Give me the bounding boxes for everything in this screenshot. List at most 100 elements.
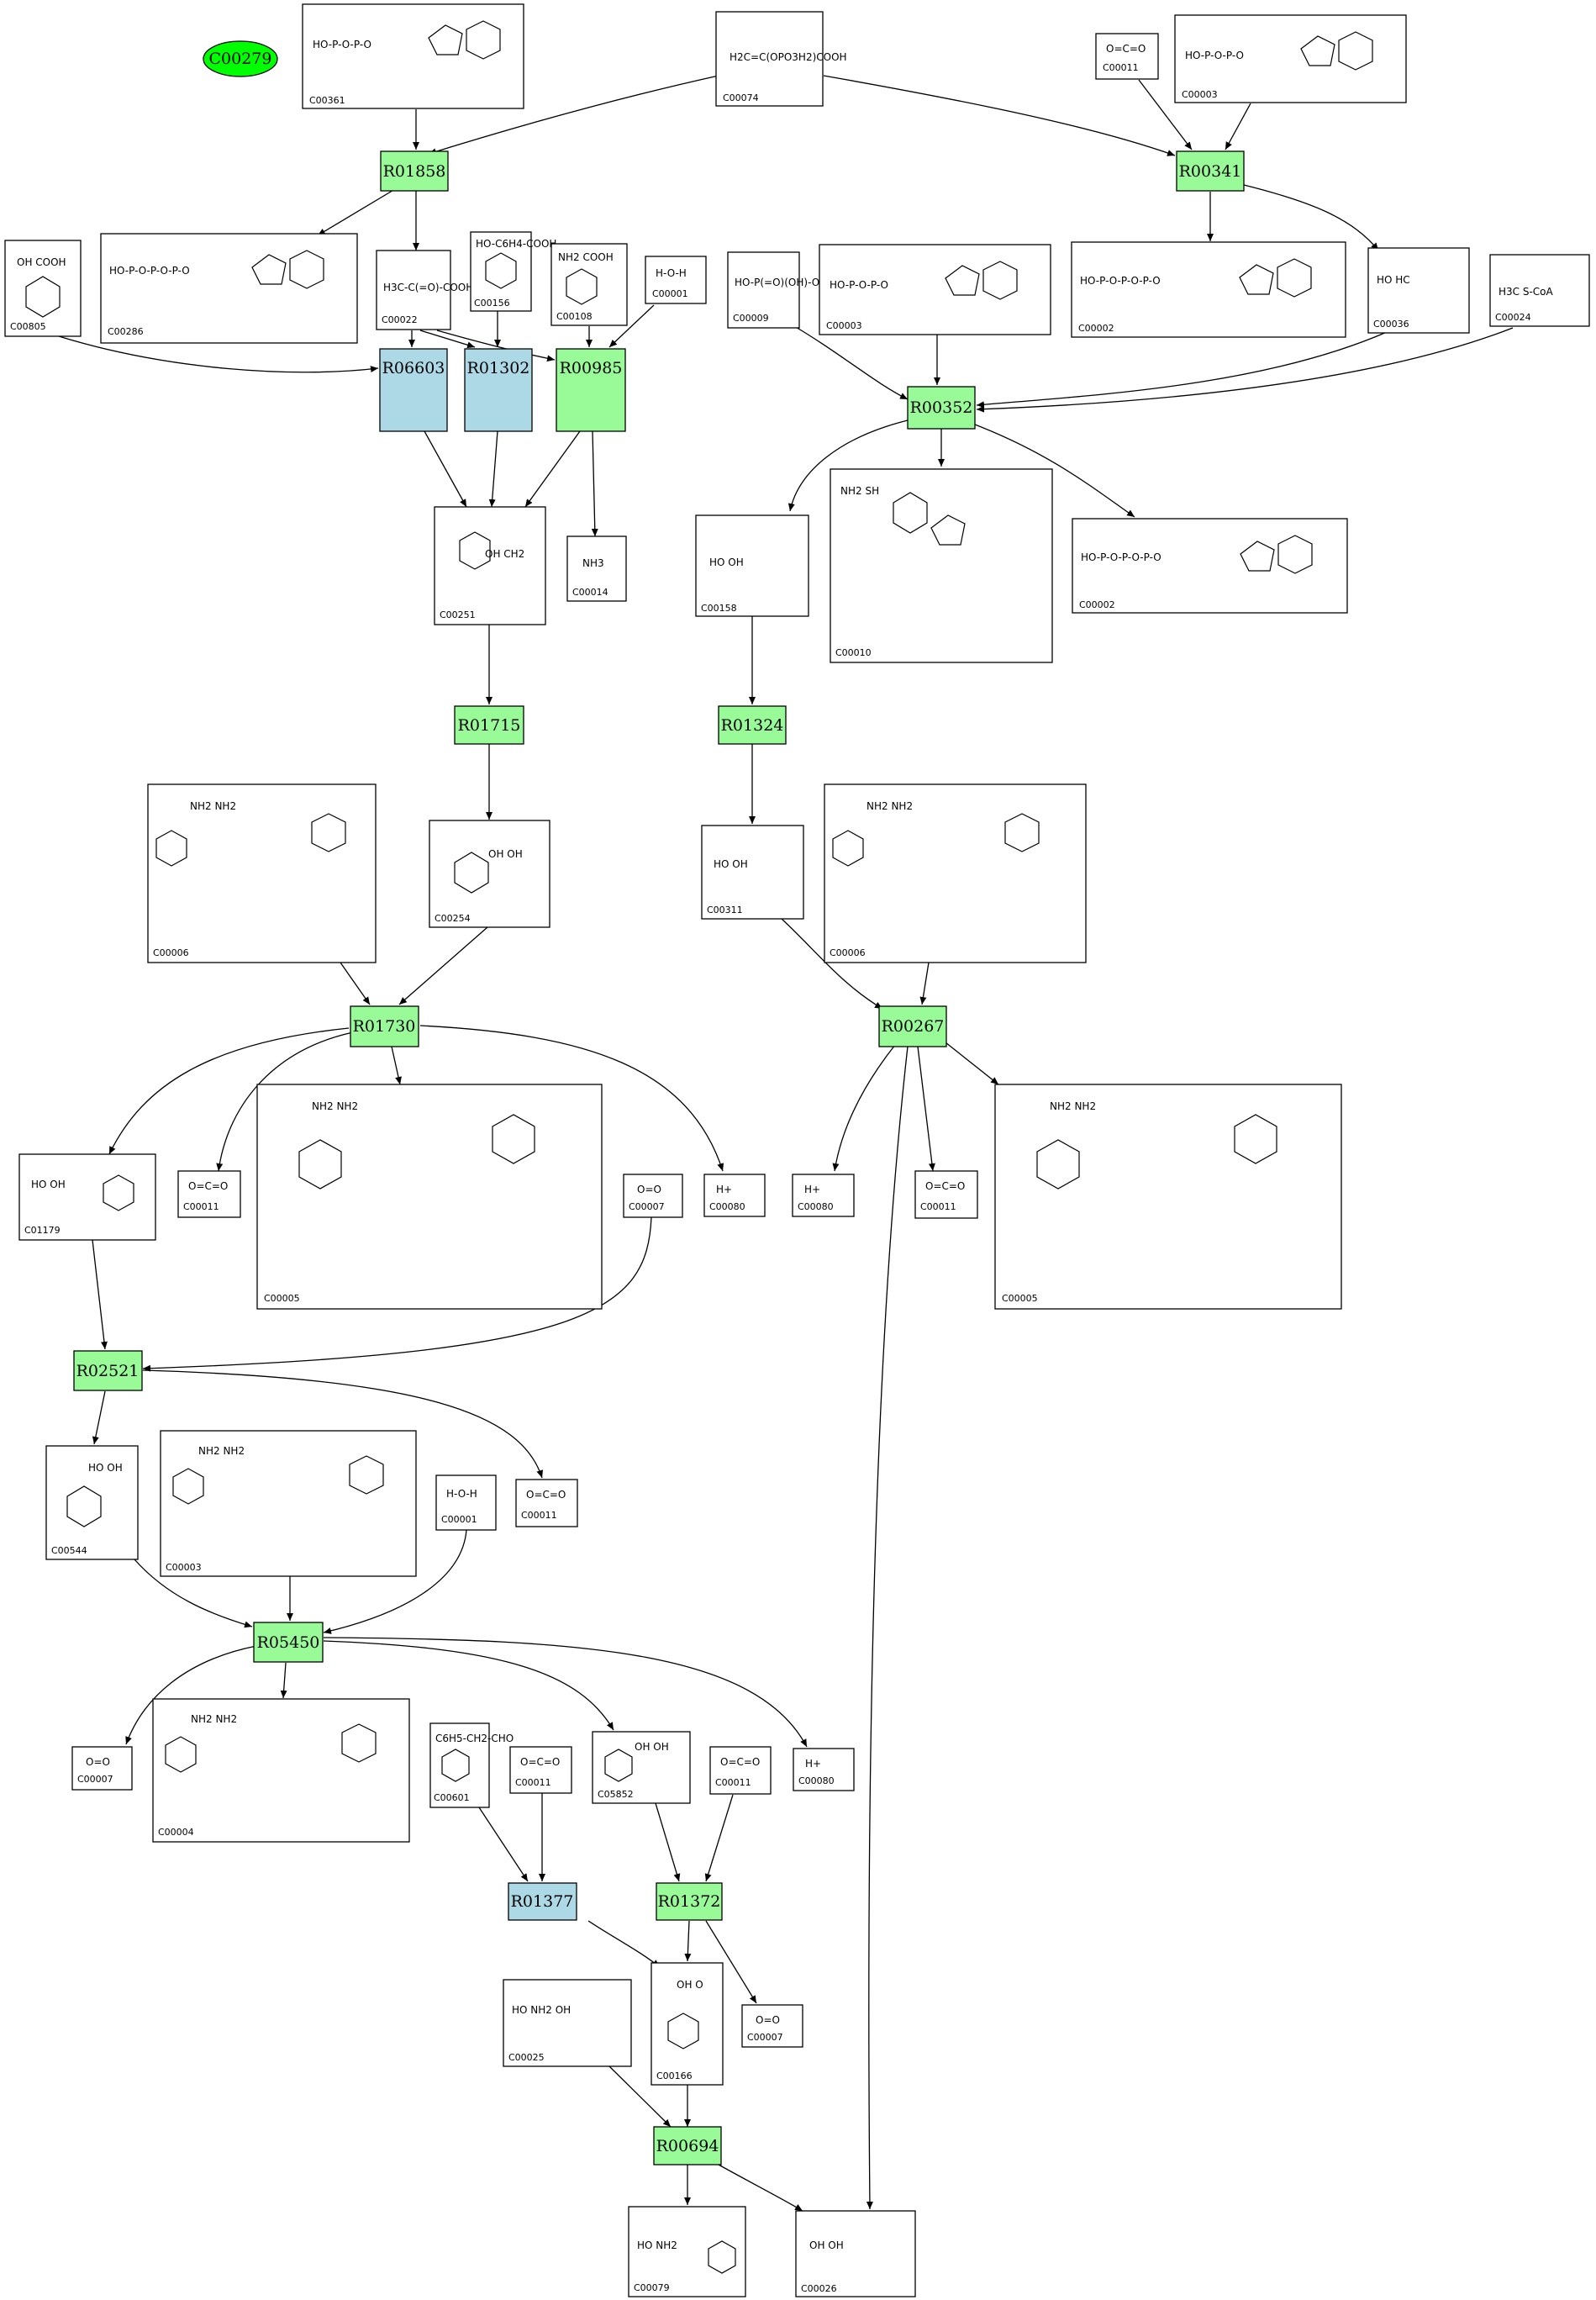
compound-node[interactable]: OH OH C05852 [592,1731,691,1804]
compound-node[interactable]: NH2 NH2 C00004 [152,1698,410,1843]
compound-formula: HO NH2 OH [512,2004,571,2016]
compound-formula: HO-P-O-P-O [830,279,888,291]
compound-node[interactable]: NH2 SH C00010 [830,468,1053,663]
compound-node[interactable]: NH2 COOH C00108 [550,243,628,326]
compound-formula: O=O [756,2014,780,2026]
edge [587,1920,661,1968]
compound-formula: O=C=O [925,1180,965,1192]
compound-id: C00005 [1002,1293,1038,1304]
compound-node[interactable]: HO-P-O-P-O-P-O C00002 [1071,241,1346,338]
compound-node[interactable]: HO NH2 OH C00025 [503,1979,632,2067]
compound-formula: OH CH2 [485,548,524,560]
reaction-label: R06603 [382,359,445,377]
compound-node[interactable]: HO-P(=O)(OH)-OH C00009 [727,251,827,329]
compound-id: C00007 [747,2032,783,2043]
edge [280,1662,287,1699]
edge [323,1640,614,1731]
compound-node[interactable]: H3C S-CoA C00024 [1489,254,1590,327]
edge [323,1637,808,1748]
reaction-node[interactable]: R01372 [656,1882,723,1921]
compound-node[interactable]: HO OH C01179 [18,1153,156,1241]
compound-id: C00009 [733,313,769,324]
reaction-node[interactable]: R01377 [508,1882,577,1921]
compound-node[interactable]: OH CH2 C00251 [434,506,546,625]
compound-node[interactable]: NH2 NH2 C00003 [160,1430,417,1577]
compound-id: C00080 [798,1775,835,1786]
reaction-node[interactable]: R00267 [878,1005,947,1047]
compound-id: C00286 [108,326,144,337]
compound-node[interactable]: HO-P-O-P-O C00003 [1174,14,1407,103]
compound-node[interactable]: HO NH2 C00079 [628,2206,746,2297]
edge [917,1046,935,1172]
reaction-node[interactable]: R06603 [379,348,448,432]
compound-node[interactable]: HO HC C00036 [1367,247,1470,334]
compound-node[interactable]: H+ C00080 [792,1174,855,1217]
compound-node[interactable]: H-O-H C00001 [645,256,707,304]
compound-node[interactable]: O=O C00007 [741,2004,803,2048]
compound-node[interactable]: NH2 NH2 C00006 [147,783,377,963]
compound-id: C00311 [707,905,743,915]
compound-node[interactable]: OH O C00166 [651,1962,724,2086]
reaction-node[interactable]: R00694 [653,2126,722,2165]
reaction-label: R01715 [458,716,521,735]
compound-node[interactable]: H3C-C(=O)-COOH C00022 [376,250,473,330]
reaction-node[interactable]: R01858 [380,150,449,192]
reaction-node[interactable]: R05450 [253,1622,324,1663]
compound-node[interactable]: HO-P-O-P-O C00003 [819,244,1051,335]
compound-node[interactable]: OH OH C00026 [795,2210,916,2297]
compound-node[interactable]: OH OH C00254 [429,820,550,928]
compound-node[interactable]: H+ C00080 [703,1174,766,1217]
compound-id: C00361 [309,95,345,106]
reaction-node[interactable]: R00352 [907,386,976,430]
compound-node[interactable]: NH2 NH2 C00006 [824,783,1087,963]
compound-node[interactable]: H2C=C(OPO3H2)COOH C00074 [715,11,847,107]
compound-formula: H3C S-CoA [1499,286,1554,298]
reaction-node[interactable]: R00985 [556,348,626,432]
compound-node[interactable]: HO OH C00311 [701,825,804,920]
compound-node[interactable]: H-O-H C00001 [435,1474,497,1531]
compound-node[interactable]: NH2 NH2 C00005 [994,1084,1342,1310]
reaction-node[interactable]: R01302 [464,348,533,432]
compound-id: C00254 [435,913,471,924]
reaction-node[interactable]: R02521 [73,1350,143,1391]
reaction-edges [58,75,1514,2212]
compound-node[interactable]: H+ C00080 [793,1748,855,1791]
edge [398,926,488,1005]
edge [428,75,719,156]
compound-node[interactable]: O=C=O C00011 [177,1170,241,1218]
compound-id: C00026 [801,2283,837,2294]
compound-node[interactable]: O=C=O C00011 [709,1746,772,1795]
compound-node[interactable]: HO-C6H4-COOH C00156 [470,231,556,312]
reaction-node[interactable]: R01715 [454,705,524,745]
edge [323,1529,467,1634]
compound-id: C05852 [598,1789,634,1800]
reaction-label: R00352 [910,398,973,417]
compound-node[interactable]: O=C=O C00011 [509,1746,572,1794]
reaction-node[interactable]: R01730 [350,1005,419,1047]
compound-id: C00003 [166,1562,202,1573]
compound-node[interactable]: NH2 NH2 C00005 [256,1084,603,1310]
compound-node[interactable]: HO OH C00158 [695,514,809,617]
edge [419,330,476,349]
compound-node[interactable]: NH3 C00014 [566,535,627,602]
highlight-node[interactable]: C00279 [203,40,278,77]
compound-node[interactable]: O=C=O C00011 [914,1170,978,1219]
compound-node[interactable]: O=C=O C00011 [1095,33,1159,80]
compound-node[interactable]: HO-P-O-P-O-P-O C00286 [100,233,358,344]
compound-node[interactable]: HO-P-O-P-O-P-O C00002 [1072,518,1348,614]
edge [718,2164,803,2212]
compound-id: C00156 [474,298,510,309]
compound-node[interactable]: HO OH C00544 [45,1445,139,1560]
compound-node[interactable]: OH COOH C00805 [4,240,82,337]
reaction-node[interactable]: R01324 [718,705,787,745]
compound-node[interactable]: O=O C00007 [71,1746,133,1791]
compound-id: C00601 [434,1792,470,1803]
compound-node[interactable]: C6H5-CH2-CHO C00601 [429,1722,514,1808]
compound-node[interactable]: O=C=O C00011 [515,1479,578,1527]
compound-node[interactable]: O=O C00007 [623,1174,683,1218]
reaction-node[interactable]: R00341 [1176,150,1245,192]
compound-node[interactable]: HO-P-O-P-O C00361 [302,3,524,109]
compound-formula: O=C=O [526,1489,566,1501]
edge [142,1369,544,1479]
compound-formula: O=C=O [720,1756,760,1768]
